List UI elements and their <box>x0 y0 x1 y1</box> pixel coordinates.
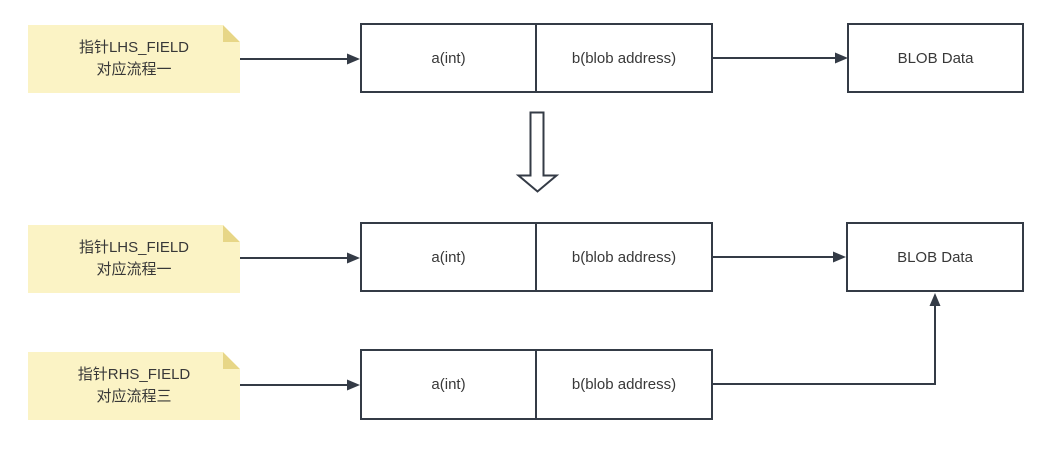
note-text: 指针LHS_FIELD 对应流程一 <box>79 237 189 281</box>
blob-data-label: BLOB Data <box>897 49 974 67</box>
record-cell-a: a(int) <box>362 25 537 91</box>
note-line-1: 指针LHS_FIELD <box>78 39 190 56</box>
note-rhs-after: 指针RHS_FIELD 对应流程三 <box>28 352 240 420</box>
note-fold-icon <box>223 352 240 369</box>
record-box-after-rhs: a(int) b(blob address) <box>360 349 713 420</box>
arrow-note1-to-record1 <box>240 53 360 65</box>
record-cell-b: b(blob address) <box>571 248 677 266</box>
arrow-record3-to-blob2 <box>713 293 941 385</box>
note-lhs-after: 指针LHS_FIELD 对应流程一 <box>28 225 240 293</box>
note-fold-icon <box>223 25 240 42</box>
arrow-note2-to-record2 <box>240 252 360 264</box>
record-cell-a: a(int) <box>362 351 537 418</box>
blob-data-box-after: BLOB Data <box>846 222 1024 292</box>
note-line-2: 对应流程三 <box>96 388 172 405</box>
record-cell-b: b(blob address) <box>571 49 677 67</box>
note-line-1: 指针RHS_FIELD <box>77 366 191 383</box>
note-line-2: 对应流程一 <box>96 61 172 78</box>
record-box-before: a(int) b(blob address) <box>360 23 713 93</box>
arrow-record2-to-blob2 <box>713 251 846 263</box>
note-fold-icon <box>223 225 240 242</box>
transition-down-arrow-icon <box>515 111 560 193</box>
blob-data-label: BLOB Data <box>897 248 973 266</box>
arrow-note3-to-record3 <box>240 379 360 391</box>
record-box-after-lhs: a(int) b(blob address) <box>360 222 713 292</box>
note-text: 指针RHS_FIELD 对应流程三 <box>78 364 191 408</box>
arrow-record1-to-blob1 <box>713 52 848 64</box>
note-line-2: 对应流程一 <box>96 261 172 278</box>
record-cell-b: b(blob address) <box>571 376 677 393</box>
note-line-1: 指针LHS_FIELD <box>78 239 190 256</box>
record-cell-a: a(int) <box>362 224 537 290</box>
blob-data-box-before: BLOB Data <box>847 23 1024 93</box>
note-lhs-before: 指针LHS_FIELD 对应流程一 <box>28 25 240 93</box>
note-text: 指针LHS_FIELD 对应流程一 <box>79 37 189 81</box>
